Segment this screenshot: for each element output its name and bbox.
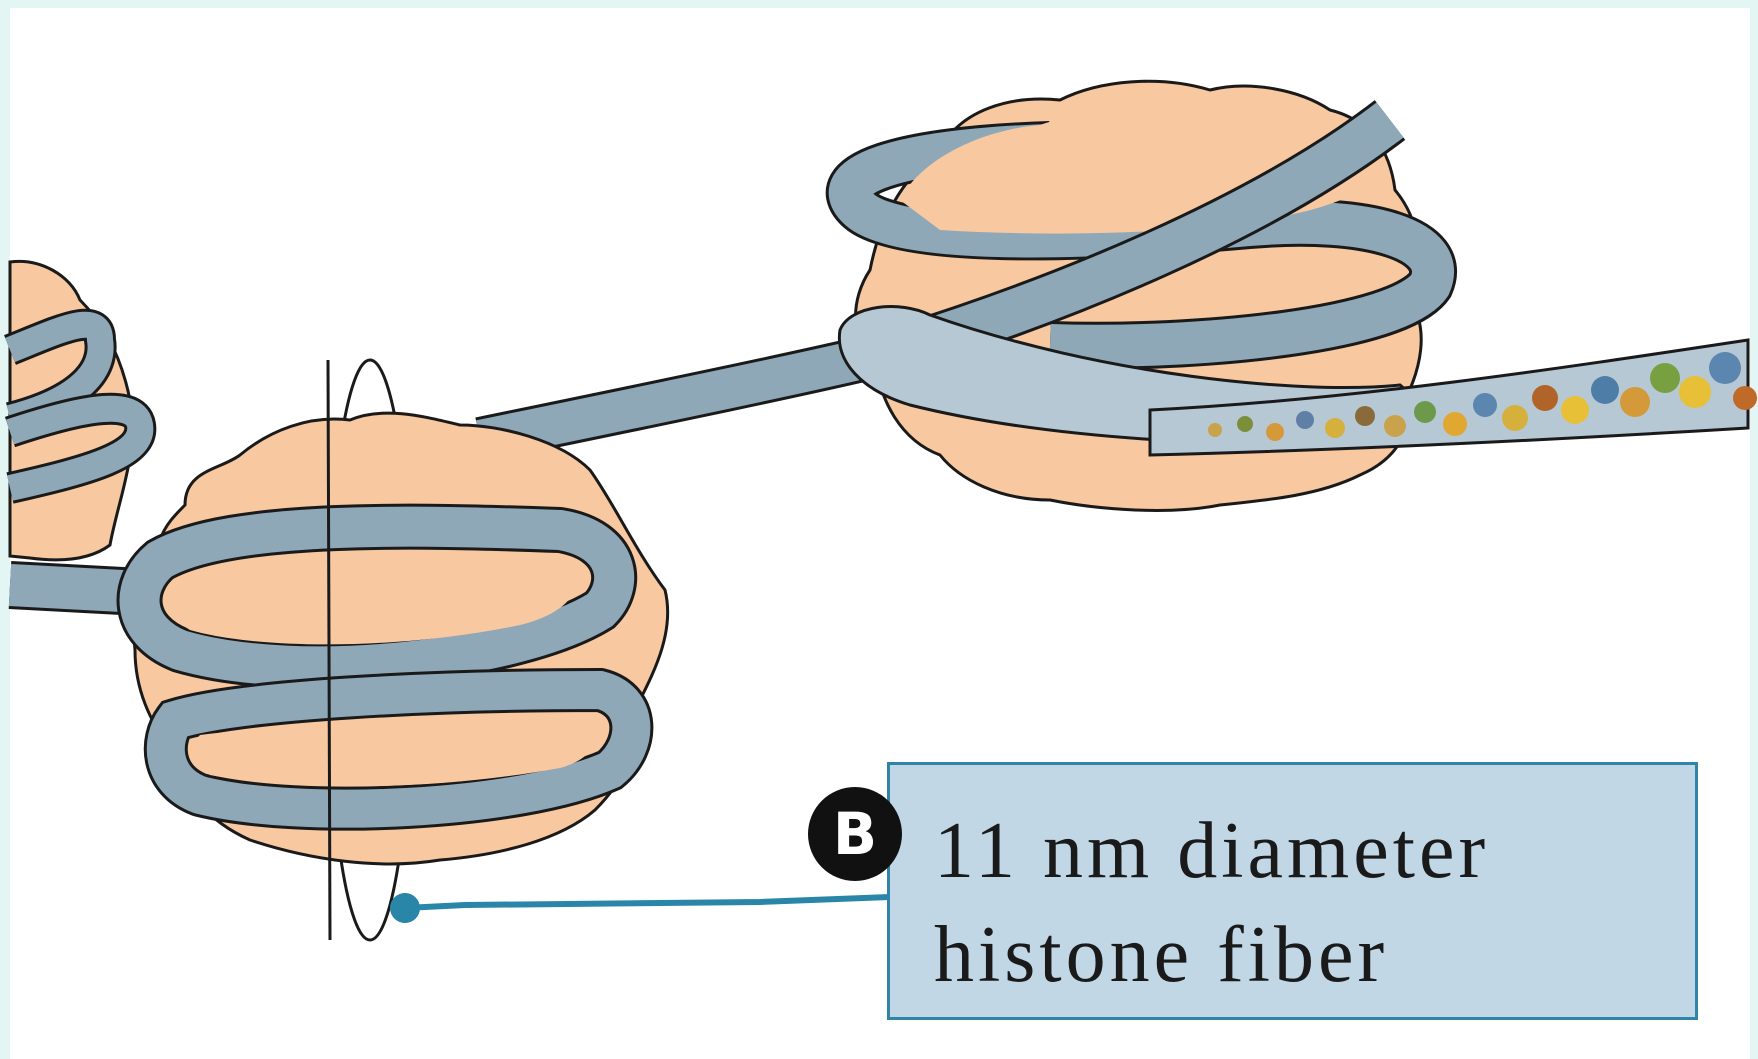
label-box: 11 nm diameter histone fiber [887, 762, 1698, 1020]
linker-dna-middle [480, 350, 900, 440]
nucleosome-center [134, 360, 667, 940]
leader-line [390, 893, 890, 923]
label-line-1: 11 nm diameter [934, 799, 1695, 903]
leader-endpoint [390, 893, 420, 923]
label-badge: B [808, 787, 902, 881]
nucleosome-left [10, 261, 140, 559]
nucleosome-right [839, 81, 1757, 510]
label-line-2: histone fiber [934, 903, 1695, 1007]
